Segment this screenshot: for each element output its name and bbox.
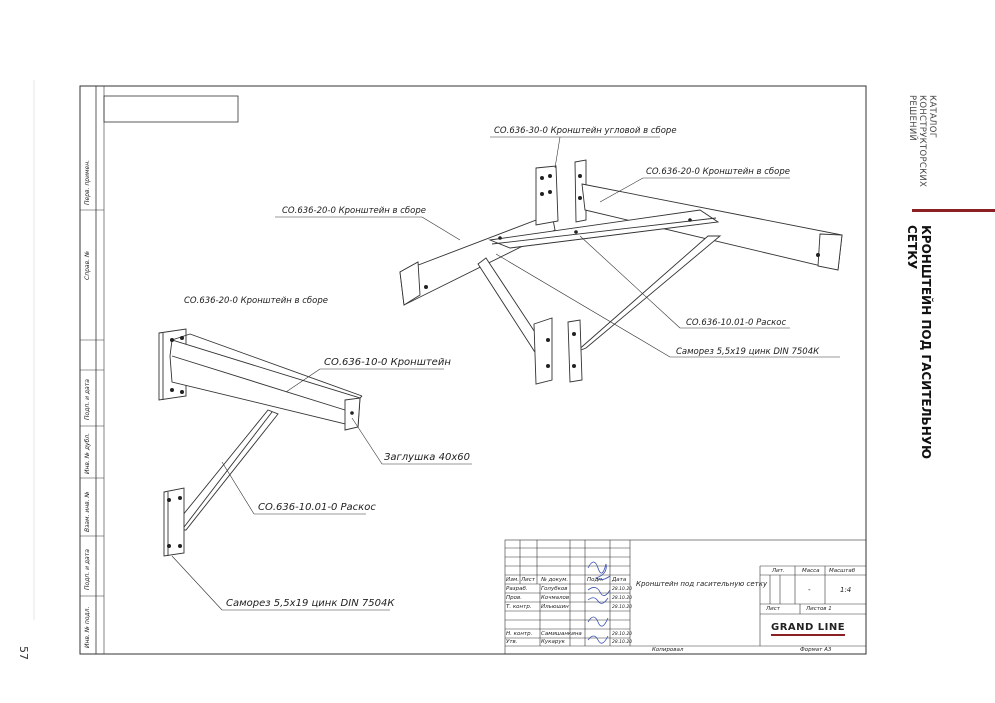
tb-role-nkontr: Н. контр. bbox=[506, 631, 533, 637]
label-brace-right: СО.636-10.01-0 Раскос bbox=[686, 318, 787, 328]
left-col-podp-data-1: Подп. и дата bbox=[84, 379, 91, 420]
left-col-inv-dubl: Инв. № дубл. bbox=[84, 432, 91, 474]
accent-rule bbox=[912, 209, 995, 212]
tb-sheet-label: Лист bbox=[766, 606, 780, 612]
tb-header-data: Дата bbox=[612, 577, 627, 583]
tb-mass-header: Масса bbox=[802, 568, 820, 574]
tb-header-podp: Подп. bbox=[587, 577, 604, 583]
left-bracket-drawing bbox=[158, 328, 363, 557]
tb-role-tkontr: Т. контр. bbox=[506, 604, 532, 610]
tb-scale-header: Масштаб bbox=[829, 568, 856, 574]
label-bracket-assembly-left: СО.636-20-0 Кронштейн в сборе bbox=[184, 296, 328, 306]
corner-bracket-holes bbox=[424, 174, 820, 368]
leader-lines bbox=[171, 136, 840, 611]
label-brace-left: СО.636-10.01-0 Раскос bbox=[258, 502, 376, 513]
tb-date-nkontr: 28.10.20 bbox=[612, 632, 633, 637]
page-number: 57 bbox=[17, 646, 30, 660]
tb-header-izm: Изм. bbox=[506, 577, 519, 583]
label-bracket: СО.636-10-0 Кронштейн bbox=[324, 357, 451, 368]
tb-date-utv: 28.10.20 bbox=[612, 640, 633, 645]
signature-marks bbox=[587, 561, 611, 644]
section-title: КРОНШТЕЙН ПОД ГАСИТЕЛЬНУЮ СЕТКУ bbox=[905, 225, 933, 460]
label-bracket-assembly-mid: СО.636-20-0 Кронштейн в сборе bbox=[282, 206, 426, 216]
label-screw-right: Саморез 5,5х19 цинк DIN 7504К bbox=[676, 347, 820, 357]
left-col-inv-podl: Инв. № подл. bbox=[84, 606, 91, 648]
catalog-header: КАТАЛОГ КОНСТРУКТОРСКИХ РЕШЕНИЙ bbox=[907, 95, 937, 188]
tb-name-prov: Кочмалов bbox=[541, 595, 570, 601]
label-corner-assembly: СО.636-30-0 Кронштейн угловой в сборе bbox=[494, 126, 677, 136]
tb-format: Формат А3 bbox=[800, 647, 832, 653]
left-col-perv-primen: Перв. примен. bbox=[84, 159, 91, 205]
tb-name-tkontr: Ильюшин bbox=[541, 604, 569, 610]
company-logo: GRAND LINE bbox=[771, 622, 845, 636]
left-bracket-holes bbox=[167, 336, 354, 548]
tb-mass-value: - bbox=[808, 586, 811, 594]
label-bracket-assembly-right: СО.636-20-0 Кронштейн в сборе bbox=[646, 167, 790, 177]
tb-role-prov: Пров. bbox=[506, 595, 522, 601]
tb-name-utv: Кукарук bbox=[541, 639, 565, 645]
tb-header-list: Лист bbox=[521, 577, 535, 583]
tb-date-prov: 28.10.20 bbox=[612, 596, 633, 601]
left-col-sprav: Справ. № bbox=[84, 250, 91, 280]
tb-role-utv: Утв. bbox=[506, 639, 518, 645]
label-screw-left: Саморез 5,5х19 цинк DIN 7504К bbox=[226, 598, 395, 609]
tb-scale-value: 1:4 bbox=[840, 586, 852, 594]
left-col-vzam-inv: Взам. инв. № bbox=[84, 491, 91, 532]
tb-copied: Копировал bbox=[652, 647, 684, 653]
label-plug: Заглушка 40х60 bbox=[384, 452, 470, 463]
tb-lit-header: Лит. bbox=[772, 568, 785, 574]
tb-header-dokum: № докум. bbox=[541, 577, 569, 583]
tb-name-nkontr: Самишанкина bbox=[541, 631, 582, 637]
tb-name-razrab: Голубков bbox=[541, 586, 568, 592]
tb-role-razrab: Разраб. bbox=[506, 586, 528, 592]
tb-date-tkontr: 28.10.20 bbox=[612, 605, 633, 610]
corner-bracket-drawing bbox=[399, 159, 843, 385]
tb-date-razrab: 28.10.20 bbox=[612, 587, 633, 592]
tb-document-name: Кронштейн под гасительную сетку bbox=[636, 580, 768, 588]
left-col-podp-data-2: Подп. и дата bbox=[84, 549, 91, 590]
title-block bbox=[504, 539, 867, 655]
tb-sheets-label: Листов 1 bbox=[806, 606, 832, 612]
